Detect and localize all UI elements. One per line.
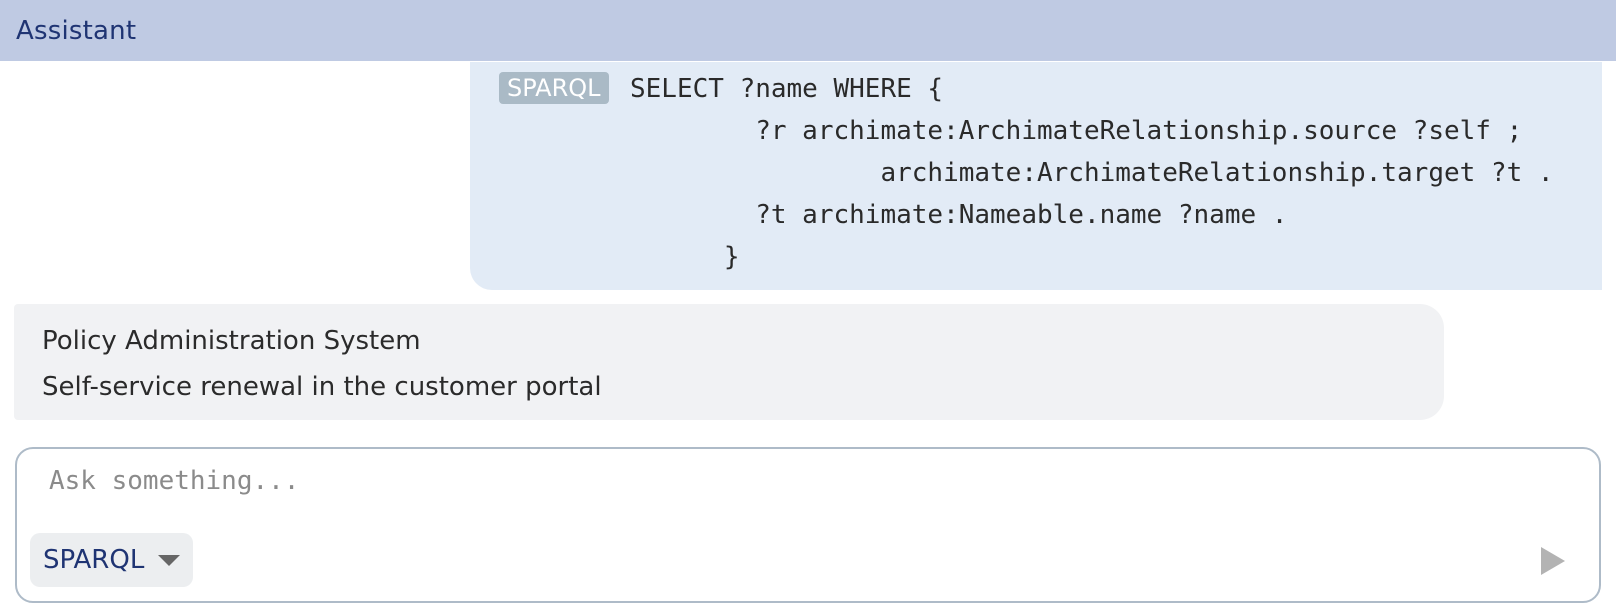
sparql-code-block: SELECT ?name WHERE { ?r archimate:Archim… (630, 74, 1554, 272)
send-button[interactable] (1533, 541, 1573, 581)
header-bar: Assistant (0, 0, 1616, 61)
query-language-selected: SPARQL (43, 545, 145, 575)
query-language-select[interactable]: SPARQL (30, 533, 193, 587)
message-input[interactable] (31, 461, 1467, 501)
assistant-result-line: Policy Administration System (42, 326, 421, 356)
message-composer: SPARQL (15, 447, 1601, 603)
assistant-result-line: Self-service renewal in the customer por… (42, 372, 602, 402)
user-message-bubble: SPARQL SELECT ?name WHERE { ?r archimate… (470, 62, 1602, 290)
header-title: Assistant (16, 15, 137, 46)
assistant-message-bubble: Policy Administration System Self-servic… (14, 304, 1444, 420)
code-language-badge: SPARQL (499, 72, 609, 104)
chevron-down-icon (158, 554, 181, 566)
send-icon (1541, 547, 1565, 575)
